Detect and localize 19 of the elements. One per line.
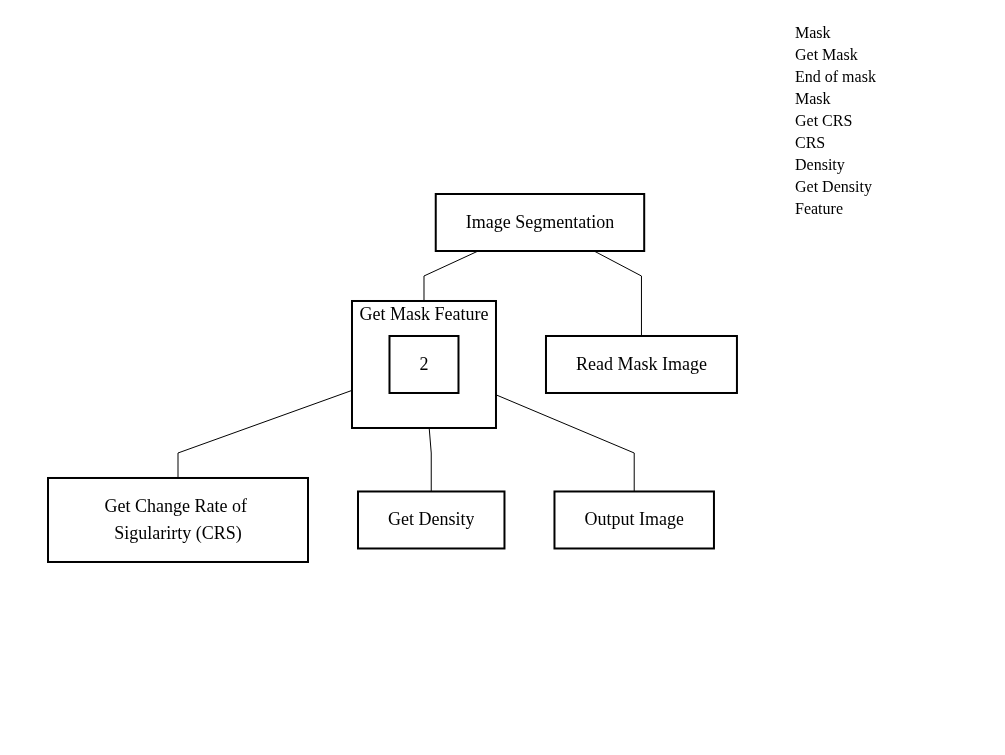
data-couple-label: Get CRS xyxy=(795,112,854,130)
data-couple-label: Density xyxy=(795,156,846,174)
data-couple-label: Feature xyxy=(795,200,844,218)
connector xyxy=(423,250,479,301)
data-couple-label: Get Density xyxy=(795,178,873,196)
connector xyxy=(593,250,642,336)
node-box: Read Mask Image xyxy=(545,334,738,394)
connector xyxy=(428,427,432,492)
data-couple-label: Get Mask xyxy=(795,46,859,64)
node-box: 2 xyxy=(388,334,460,394)
data-couple-label: Mask xyxy=(795,90,832,108)
data-couple-label: Mask xyxy=(795,24,832,42)
data-couple-label: CRS xyxy=(795,134,827,152)
node-box: Image Segmentation xyxy=(434,192,646,252)
node-box: Get Density xyxy=(357,490,506,549)
data-couple-label: End of mask xyxy=(795,68,877,86)
node-box: Output Image xyxy=(553,490,715,549)
connector xyxy=(177,389,353,478)
node-box: Get Change Rate of Sigularirty (CRS) xyxy=(47,476,309,563)
